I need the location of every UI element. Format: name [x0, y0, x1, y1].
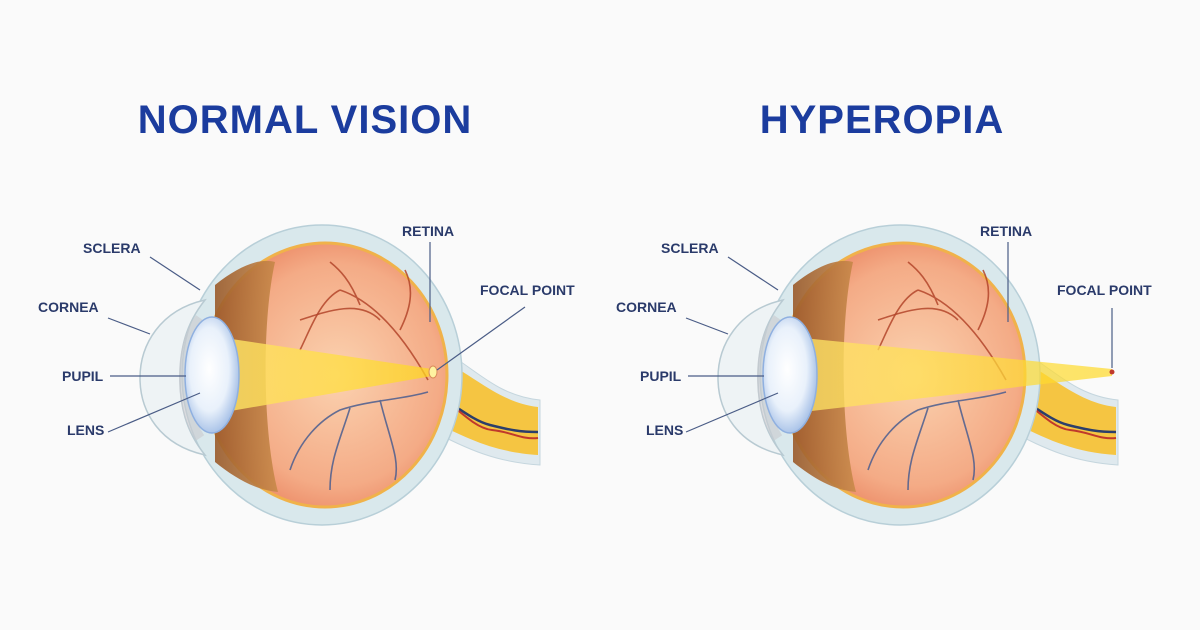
artery-branches	[299, 261, 429, 381]
vein-branches	[289, 391, 429, 491]
lens	[184, 316, 240, 434]
focal-point-label: FOCAL POINT	[480, 282, 575, 298]
focal-point-marker	[1109, 369, 1115, 375]
pupil-label: PUPIL	[640, 368, 682, 384]
pupil-label: PUPIL	[62, 368, 104, 384]
artery-branches	[299, 269, 412, 351]
normal-eye	[107, 224, 541, 526]
hyperopia-eye	[685, 224, 1119, 526]
sclera-leader-line	[149, 256, 201, 291]
hyperopia-title: HYPEROPIA	[759, 98, 1005, 142]
light-beam	[803, 338, 1112, 412]
lens	[762, 316, 818, 434]
anterior-chamber	[178, 315, 205, 441]
light-beam	[225, 338, 432, 412]
lens-leader-line	[107, 392, 201, 433]
cornea-label: CORNEA	[616, 299, 677, 315]
anterior-chamber	[756, 315, 783, 441]
focal-point-label: FOCAL POINT	[1057, 282, 1152, 298]
cornea-leader-line	[685, 317, 729, 335]
sclera-label: SCLERA	[83, 240, 141, 256]
lens-label: LENS	[67, 422, 105, 438]
sclera-label: SCLERA	[661, 240, 719, 256]
focal-point-leader-line	[436, 306, 526, 371]
normal-vision-title: NORMAL VISION	[137, 98, 473, 142]
retina-label: RETINA	[402, 223, 455, 239]
sclera-leader-line	[727, 256, 779, 291]
cornea-leader-line	[107, 317, 151, 335]
vein-branches	[867, 391, 1007, 491]
lens-leader-line	[685, 392, 779, 433]
cornea-label: CORNEA	[38, 299, 99, 315]
retina-label: RETINA	[980, 223, 1033, 239]
artery-branches	[877, 269, 990, 351]
lens-label: LENS	[646, 422, 684, 438]
focal-point-marker	[428, 365, 438, 379]
